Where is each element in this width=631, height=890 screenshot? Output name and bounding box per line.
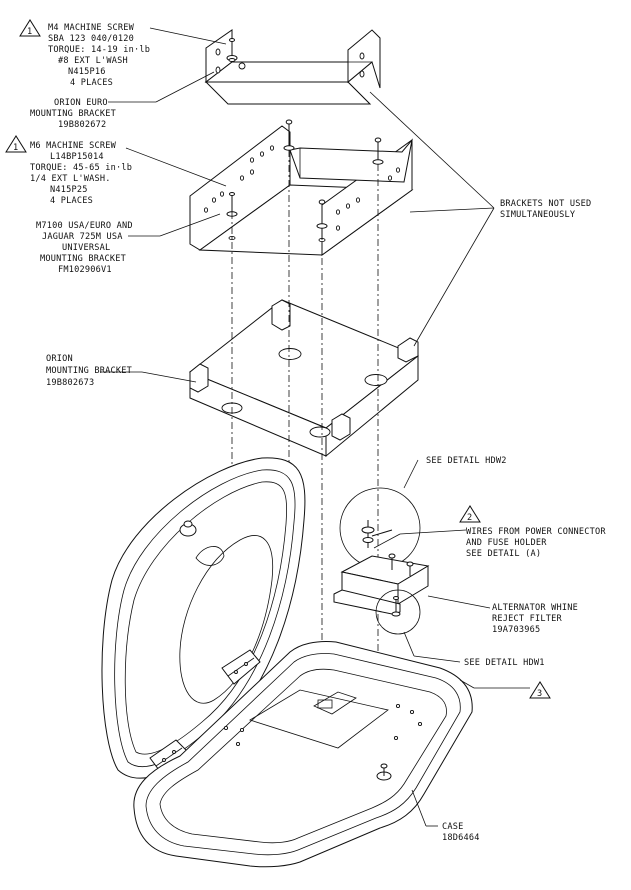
label-line: 18D6464 <box>442 833 480 843</box>
label-line: ORION EURO <box>54 98 108 108</box>
label-brackets-not-used: BRACKETS NOT USED SIMULTANEOUSLY <box>500 199 591 220</box>
label-orion-euro-bracket: ORION EURO MOUNTING BRACKET 19B802672 <box>30 98 116 130</box>
label-line: L14BP15014 <box>50 152 104 162</box>
m6-screw-right-back <box>372 137 384 165</box>
label-see-detail-hdw2: SEE DETAIL HDW2 <box>426 456 507 466</box>
label-line: 1/4 EXT L'WASH. <box>30 174 111 184</box>
case-lid <box>101 457 306 779</box>
svg-text:3: 3 <box>537 689 542 699</box>
label-line: WIRES FROM POWER CONNECTOR <box>466 527 606 537</box>
revision-flag-1-top: 1 <box>19 19 41 37</box>
universal-mounting-bracket <box>189 119 414 256</box>
svg-text:1: 1 <box>13 143 18 153</box>
label-line: M6 MACHINE SCREW <box>30 141 117 151</box>
label-line: MOUNTING BRACKET <box>40 254 126 264</box>
label-m6-machine-screw: M6 MACHINE SCREW L14BP15014 TORQUE: 45-6… <box>30 141 132 206</box>
label-orion-bracket: ORION MOUNTING BRACKET 19B802673 <box>46 354 132 388</box>
label-line: SBA 123 040/0120 <box>48 34 134 44</box>
label-line: 19B802672 <box>58 120 106 130</box>
label-line: TORQUE: 45-65 in·lb <box>30 163 132 173</box>
alternator-whine-filter <box>333 553 430 615</box>
label-line: FM102906V1 <box>58 265 112 275</box>
m6-screw-left-back <box>283 119 295 151</box>
detail-hdw2-circle <box>339 487 421 569</box>
revision-flag-1-m6: 1 <box>5 135 27 153</box>
label-line: JAGUAR 725M USA <box>42 232 123 242</box>
label-line: N415P25 <box>50 185 88 195</box>
label-line: TORQUE: 14-19 in·lb <box>48 45 150 55</box>
label-universal-bracket: M7100 USA/EURO AND JAGUAR 725M USA UNIVE… <box>36 221 133 275</box>
label-line: 19B802673 <box>46 378 94 388</box>
label-see-detail-hdw1: SEE DETAIL HDW1 <box>464 658 545 668</box>
orion-euro-mounting-bracket <box>204 29 381 105</box>
m6-screw-right-front <box>316 199 328 229</box>
label-line: SIMULTANEOUSLY <box>500 210 576 220</box>
label-line: BRACKETS NOT USED <box>500 199 591 209</box>
label-m4-machine-screw: M4 MACHINE SCREW SBA 123 040/0120 TORQUE… <box>48 23 150 88</box>
revision-flag-3: 3 <box>529 681 551 699</box>
label-line: M4 MACHINE SCREW <box>48 23 135 33</box>
label-line: ORION <box>46 354 73 364</box>
label-line: MOUNTING BRACKET <box>46 366 132 376</box>
leader-lines <box>100 27 530 827</box>
label-line: CASE <box>442 822 464 832</box>
label-line: SEE DETAIL (A) <box>466 549 541 559</box>
label-line: 4 PLACES <box>50 196 93 206</box>
label-case: CASE 18D6464 <box>442 822 480 843</box>
label-line: SEE DETAIL HDW1 <box>464 658 545 668</box>
case-body <box>133 641 473 868</box>
label-line: AND FUSE HOLDER <box>466 538 547 548</box>
detail-hdw1-circle <box>375 589 421 635</box>
label-line: ALTERNATOR WHINE <box>492 603 578 613</box>
orion-mounting-bracket <box>189 299 419 458</box>
label-line: N415P16 <box>68 67 106 77</box>
label-line: #8 EXT L'WASH <box>58 56 128 66</box>
label-line: 19A703965 <box>492 625 540 635</box>
label-line: UNIVERSAL <box>62 243 110 253</box>
label-alternator-filter: ALTERNATOR WHINE REJECT FILTER 19A703965 <box>492 603 578 635</box>
label-line: MOUNTING BRACKET <box>30 109 116 119</box>
label-line: M7100 USA/EURO AND <box>36 221 133 231</box>
svg-text:1: 1 <box>27 27 32 37</box>
label-line: REJECT FILTER <box>492 614 562 624</box>
hinge-upper <box>221 649 261 685</box>
svg-text:2: 2 <box>467 513 472 523</box>
label-wires-note: WIRES FROM POWER CONNECTOR AND FUSE HOLD… <box>466 527 606 559</box>
label-line: SEE DETAIL HDW2 <box>426 456 507 466</box>
label-line: 4 PLACES <box>70 78 113 88</box>
revision-flag-2: 2 <box>459 505 481 523</box>
